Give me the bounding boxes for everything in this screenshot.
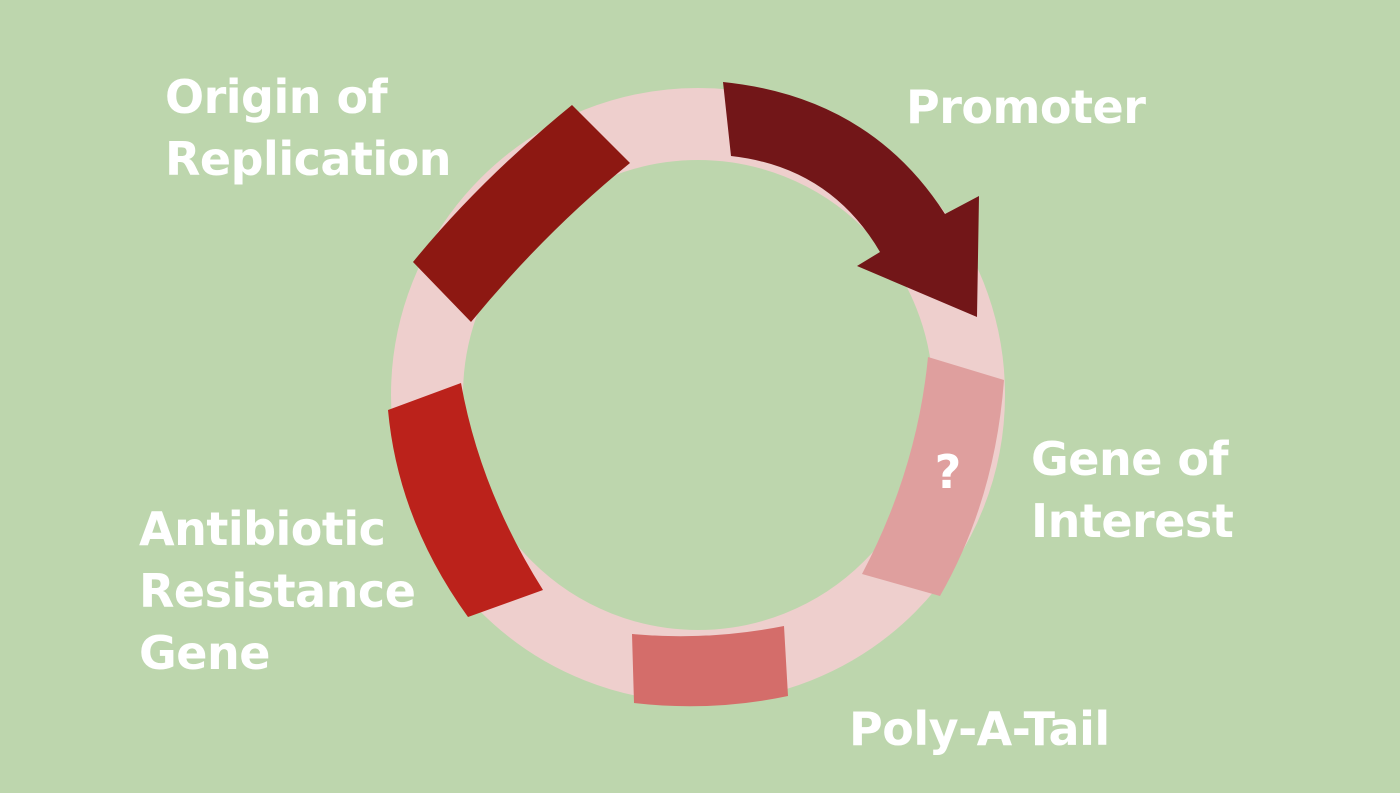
gene-of-interest-label-line-1: Gene of xyxy=(1031,432,1229,486)
antibiotic-resistance-gene-label: Antibiotic Resistance Gene xyxy=(139,498,416,684)
origin-label-line-1: Origin of xyxy=(165,70,388,124)
antibiotic-resistance-gene-segment xyxy=(388,383,543,617)
origin-of-replication-label: Origin of Replication xyxy=(165,66,452,190)
antibiotic-label-line-3: Gene xyxy=(139,626,270,680)
unknown-gene-marker: ? xyxy=(934,445,962,499)
poly-a-tail-label: Poly-A-Tail xyxy=(849,698,1110,760)
promoter-label-text: Promoter xyxy=(906,80,1146,134)
origin-of-replication-segment xyxy=(413,105,630,322)
poly-a-tail-segment xyxy=(632,626,788,707)
promoter-arrow xyxy=(723,82,979,317)
gene-of-interest-label-line-2: Interest xyxy=(1031,494,1234,548)
antibiotic-label-line-1: Antibiotic xyxy=(139,502,386,556)
origin-label-line-2: Replication xyxy=(165,132,452,186)
gene-of-interest-segment xyxy=(862,357,1004,596)
poly-a-tail-label-text: Poly-A-Tail xyxy=(849,702,1110,756)
gene-of-interest-label: Gene of Interest xyxy=(1031,428,1234,552)
promoter-label: Promoter xyxy=(906,76,1146,138)
antibiotic-label-line-2: Resistance xyxy=(139,564,416,618)
